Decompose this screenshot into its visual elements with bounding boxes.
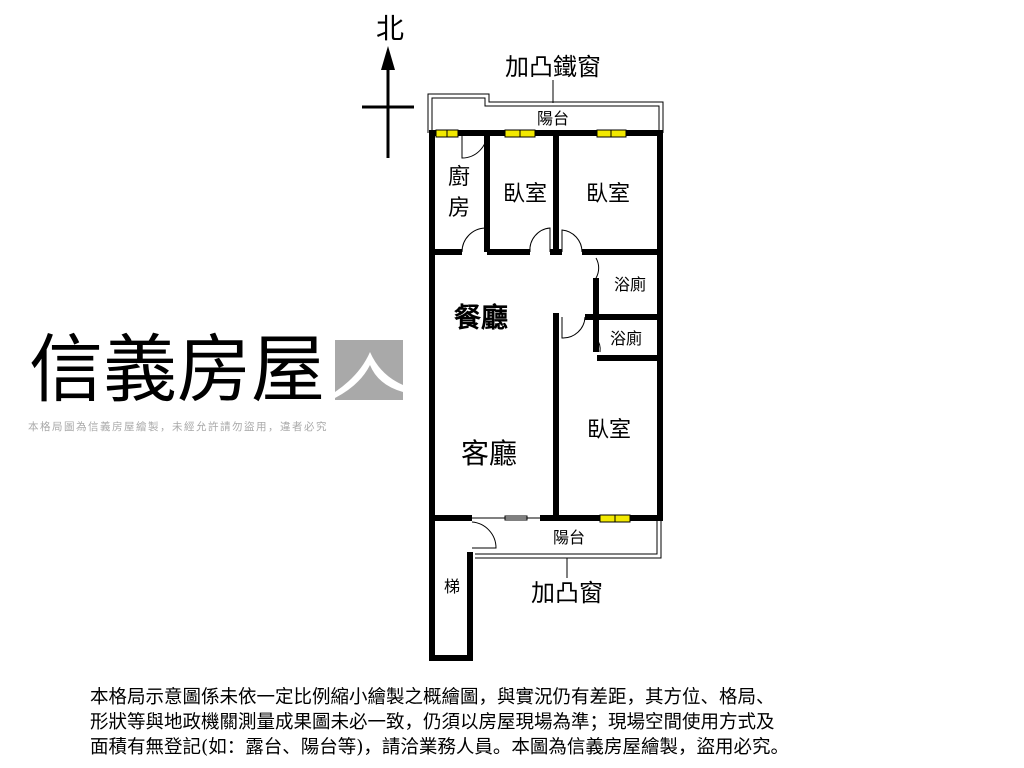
room-dining: 餐廳 <box>454 302 508 334</box>
brand-logo <box>335 340 403 400</box>
disclaimer-line-3: 面積有無登記(如：露台、陽台等)，請洽業務人員。本圖為信義房屋繪製，盜用必究。 <box>90 737 789 758</box>
balcony-outlines <box>427 80 664 578</box>
room-stairs: 梯 <box>444 577 460 596</box>
door-swings <box>461 132 601 549</box>
room-bathroom-2: 浴廁 <box>610 329 642 348</box>
room-bedroom-3: 臥室 <box>587 418 631 443</box>
room-top-balcony: 陽台 <box>537 109 569 128</box>
room-kitchen-2: 房 <box>448 196 470 221</box>
room-living: 客廳 <box>461 437 517 470</box>
room-bedroom-1: 臥室 <box>503 182 547 207</box>
watermark-brand: 信義房屋 <box>29 327 325 413</box>
bedroom-door-2 <box>561 229 583 253</box>
watermark: 信義房屋 本格局圖為信義房屋繪製，未經允許請勿盜用，違者必究 <box>28 327 403 433</box>
bathroom-door-2 <box>595 337 601 353</box>
room-bedroom-2: 臥室 <box>586 182 630 207</box>
top-window-label: 加凸鐵窗 <box>505 53 601 81</box>
kitchen-door-top <box>461 132 488 159</box>
watermark-notice: 本格局圖為信義房屋繪製，未經允許請勿盜用，違者必究 <box>28 420 328 433</box>
disclaimer-line-2: 形狀等與地政機關測量成果圖未必一致，仍須以房屋現場為準；現場空間使用方式及 <box>90 712 775 733</box>
bottom-window-label: 加凸窗 <box>531 579 603 607</box>
room-bathroom-1: 浴廁 <box>614 275 646 294</box>
bathroom-door-inner <box>561 316 586 339</box>
stair-door <box>471 521 497 549</box>
room-kitchen-1: 廚 <box>448 165 470 190</box>
room-bottom-balcony: 陽台 <box>553 528 585 547</box>
bathroom-door-1 <box>595 257 600 279</box>
bedroom-door-1 <box>529 227 551 253</box>
windows <box>435 129 631 523</box>
north-label: 北 <box>376 12 404 45</box>
disclaimer-line-1: 本格局示意圖係未依一定比例縮小繪製之概繪圖，與實況仍有差距，其方位、格局、 <box>90 687 775 708</box>
kitchen-door <box>461 227 486 253</box>
north-arrow-icon <box>362 46 414 158</box>
